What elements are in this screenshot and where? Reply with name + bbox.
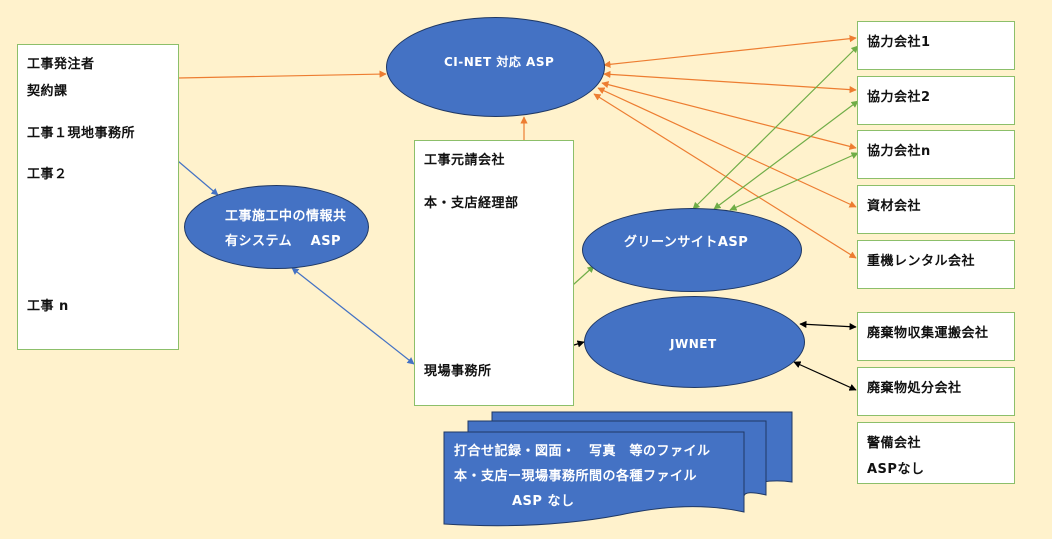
waste-collect-box [857, 312, 1015, 361]
client-box [17, 44, 179, 350]
security-label: 警備会社 [867, 436, 922, 451]
arrow-jwnet-collect [799, 320, 857, 331]
green-site-asp-label: グリーンサイトASP [624, 235, 749, 250]
contractor-box [414, 140, 574, 406]
documents-line-3: ASP なし [512, 494, 575, 509]
info-sharing-label-2: 有システム ASP [225, 234, 342, 249]
partner1-box [857, 21, 1015, 70]
waste-dispose-box [857, 367, 1015, 416]
jwnet-label: JWNET [670, 337, 717, 351]
contractor-hq-label: 本・支店経理部 [424, 196, 519, 211]
materials-label: 資材会社 [867, 199, 922, 214]
partner2-label: 協力会社2 [867, 90, 931, 105]
materials-box [857, 185, 1015, 234]
green-site-asp-ellipse [582, 208, 802, 292]
partnern-box [857, 130, 1015, 179]
heavy-rental-label: 重機レンタル会社 [867, 254, 976, 269]
cinet-asp-label: CI-NET 対応 ASP [444, 55, 555, 69]
arrow-info-site [291, 267, 415, 365]
client-site2-label: 工事２ [27, 167, 68, 182]
client-contract-label: 契約課 [27, 84, 68, 99]
waste-dispose-label: 廃棄物処分会社 [867, 381, 962, 396]
contractor-site-label: 現場事務所 [424, 364, 492, 379]
client-site1-label: 工事１現地事務所 [27, 126, 136, 141]
info-sharing-asp-ellipse [184, 185, 369, 269]
contractor-title: 工事元請会社 [424, 153, 506, 168]
security-box [857, 422, 1015, 484]
documents-line-1: 打合せ記録・図面・ 写真 等のファイル [454, 444, 711, 459]
partnern-label: 協力会社n [867, 144, 931, 159]
partner2-box [857, 76, 1015, 125]
documents-line-2: 本・支店ー現場事務所間の各種ファイル [454, 469, 698, 484]
arrow-jwnet-dispose [793, 361, 857, 391]
partner1-label: 協力会社1 [867, 35, 931, 50]
client-label: 工事発注者 [27, 57, 95, 72]
jwnet-ellipse [584, 296, 805, 388]
info-sharing-label-1: 工事施工中の情報共 [225, 209, 347, 224]
client-siten-label: 工事 n [27, 299, 69, 314]
security-no-asp-label: ASPなし [867, 462, 925, 477]
waste-collect-label: 廃棄物収集運搬会社 [867, 326, 989, 341]
arrow-green-partnern [729, 152, 859, 211]
cinet-asp-ellipse [386, 17, 605, 117]
heavy-rental-box [857, 240, 1015, 289]
